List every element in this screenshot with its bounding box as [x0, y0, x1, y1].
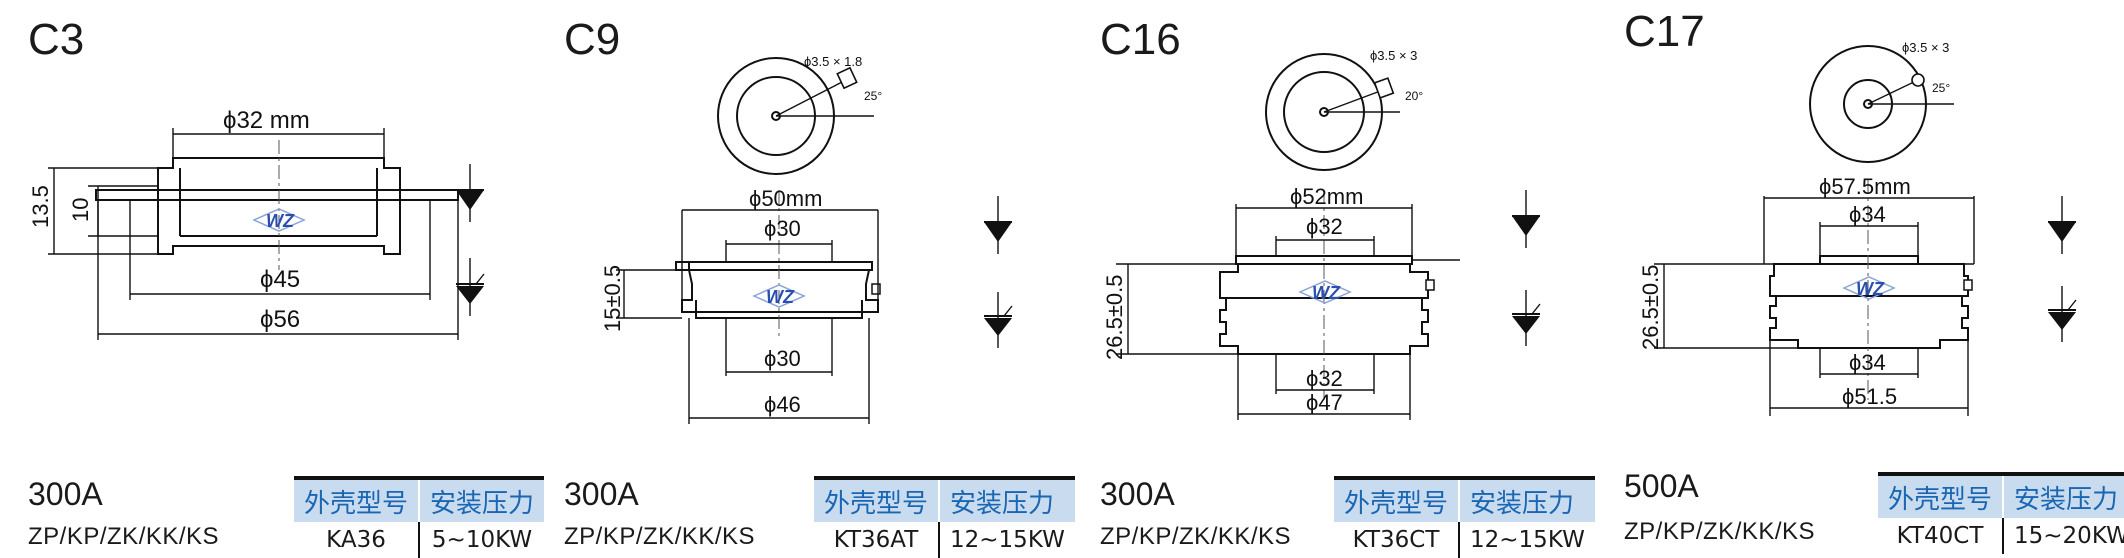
c9-angle-label: 25° — [864, 89, 882, 103]
c3-dim-height-inner: 10 — [68, 198, 93, 222]
c16-drawing: ϕ3.5 × 3 20° WZ ϕ52mm ϕ32 ϕ32 ϕ47 26.5±0… — [1102, 48, 1541, 420]
svg-text:WZ: WZ — [1856, 279, 1885, 299]
diode-symbol — [984, 196, 1012, 254]
device-types: ZP/KP/ZK/KK/KS — [28, 523, 220, 550]
header-pressure: 安装压力 — [1459, 476, 1595, 522]
housing-model: KT40CT — [1878, 518, 2005, 554]
c17-dim-top: ϕ34 — [1849, 202, 1886, 227]
current-rating: 300A — [1100, 476, 1175, 512]
logo: WZ — [1842, 276, 1896, 300]
c3-dim-height-outer: 13.5 — [28, 185, 53, 228]
c3-drawing: WZ ϕ32 mm ϕ45 ϕ56 13.5 10 — [28, 107, 485, 340]
thyristor-symbol — [984, 292, 1013, 348]
c3-dim-bottom: ϕ56 — [260, 306, 300, 333]
device-types: ZP/KP/ZK/KK/KS — [1624, 518, 1816, 545]
c9-dim-top: ϕ30 — [764, 216, 801, 241]
header-pressure: 安装压力 — [939, 476, 1075, 522]
c17-flange — [1819, 255, 1919, 265]
package-code: C9 — [564, 15, 621, 64]
mounting-force: 15~20KW — [2014, 523, 2124, 549]
logo: WZ — [252, 208, 306, 232]
c3-flange — [95, 189, 459, 201]
housing-model: KA36 — [294, 522, 421, 558]
header-pressure: 安装压力 — [419, 476, 545, 522]
c3-dim-top: ϕ32 mm — [223, 107, 310, 134]
thyristor-symbol — [456, 258, 485, 316]
housing-model: KT36CT — [1334, 522, 1461, 558]
svg-text:WZ: WZ — [266, 211, 295, 231]
c9-dim-height: 15±0.5 — [600, 265, 625, 332]
c9-flange — [675, 261, 873, 271]
mounting-force: 12~15KW — [1470, 527, 1585, 553]
c17-dim-height: 26.5±0.5 — [1638, 265, 1663, 350]
device-types: ZP/KP/ZK/KK/KS — [1100, 523, 1292, 550]
thyristor-symbol — [1512, 290, 1541, 346]
c17-dim-outer: ϕ57.5mm — [1819, 174, 1911, 199]
spec-table: 外壳型号安装压力 KT40CT 15~20KW — [1878, 472, 2124, 554]
c16-dim-height: 26.5±0.5 — [1102, 275, 1127, 360]
header-housing: 外壳型号 — [1334, 476, 1461, 522]
package-code: C17 — [1624, 7, 1705, 56]
c16-dim-outer: ϕ52mm — [1290, 184, 1363, 209]
header-housing: 外壳型号 — [1878, 472, 2005, 518]
c3-dim-mid: ϕ45 — [260, 266, 300, 293]
c9-body — [681, 262, 879, 313]
c9-hole-label: ϕ3.5 × 1.8 — [804, 54, 862, 69]
c9-dim-outer: ϕ50mm — [749, 186, 822, 211]
c16-hole-label: ϕ3.5 × 3 — [1370, 48, 1417, 63]
housing-model: KT36AT — [814, 522, 941, 558]
c17-angle-label: 25° — [1932, 81, 1950, 95]
svg-text:WZ: WZ — [766, 287, 795, 307]
spec-table: 外壳型号安装压力 KT36AT 12~15KW — [814, 476, 1075, 558]
diode-symbol — [2048, 196, 2076, 254]
current-rating: 300A — [28, 476, 103, 512]
c16-angle-label: 20° — [1405, 89, 1423, 103]
c16-dim-bot-outer: ϕ47 — [1306, 390, 1343, 415]
current-rating: 300A — [564, 476, 639, 512]
c16-dim-top: ϕ32 — [1306, 214, 1343, 239]
package-code: C3 — [28, 15, 85, 64]
c9-drawing: ϕ3.5 × 1.8 25° WZ ϕ50mm ϕ30 ϕ30 ϕ46 15±0… — [600, 54, 1013, 424]
c9-dim-bot-outer: ϕ46 — [764, 392, 801, 417]
svg-text:WZ: WZ — [1312, 283, 1341, 303]
panel-c17: C17 ϕ3.5 × 3 25° WZ ϕ57.5mm ϕ34 ϕ34 ϕ51.… — [1624, 0, 2124, 555]
thyristor-symbol — [2048, 286, 2077, 342]
header-housing: 外壳型号 — [814, 476, 941, 522]
c17-dim-bot-inner: ϕ34 — [1849, 350, 1886, 375]
panel-c9: C9 ϕ3.5 × 1.8 25° WZ ϕ50mm ϕ30 ϕ30 ϕ46 — [564, 0, 1084, 558]
header-pressure: 安装压力 — [2003, 472, 2124, 518]
spec-table: 外壳型号安装压力 KA36 5~10KW — [294, 476, 545, 558]
diode-symbol — [456, 164, 484, 222]
diode-symbol — [1512, 190, 1540, 248]
panel-c3: C3 WZ ϕ32 mm ϕ45 ϕ56 13.5 10 — [28, 0, 548, 558]
mounting-force: 5~10KW — [431, 527, 533, 553]
spec-table: 外壳型号安装压力 KT36CT 12~15KW — [1334, 476, 1595, 558]
mounting-force: 12~15KW — [950, 527, 1065, 553]
panel-c16: C16 ϕ3.5 × 3 20° WZ ϕ52mm ϕ32 ϕ32 ϕ47 — [1100, 0, 1620, 558]
logo: WZ — [752, 284, 806, 308]
c17-hole-label: ϕ3.5 × 3 — [1902, 40, 1949, 55]
device-types: ZP/KP/ZK/KK/KS — [564, 523, 756, 550]
c16-dim-bot-inner: ϕ32 — [1306, 366, 1343, 391]
c17-drawing: ϕ3.5 × 3 25° WZ ϕ57.5mm ϕ34 ϕ34 ϕ51.5 26… — [1638, 40, 2077, 416]
logo: WZ — [1298, 280, 1352, 304]
header-housing: 外壳型号 — [294, 476, 421, 522]
package-code: C16 — [1100, 15, 1181, 64]
c17-dim-bot-outer: ϕ51.5 — [1842, 384, 1897, 409]
current-rating: 500A — [1624, 468, 1699, 504]
c9-dim-bot-inner: ϕ30 — [764, 346, 801, 371]
